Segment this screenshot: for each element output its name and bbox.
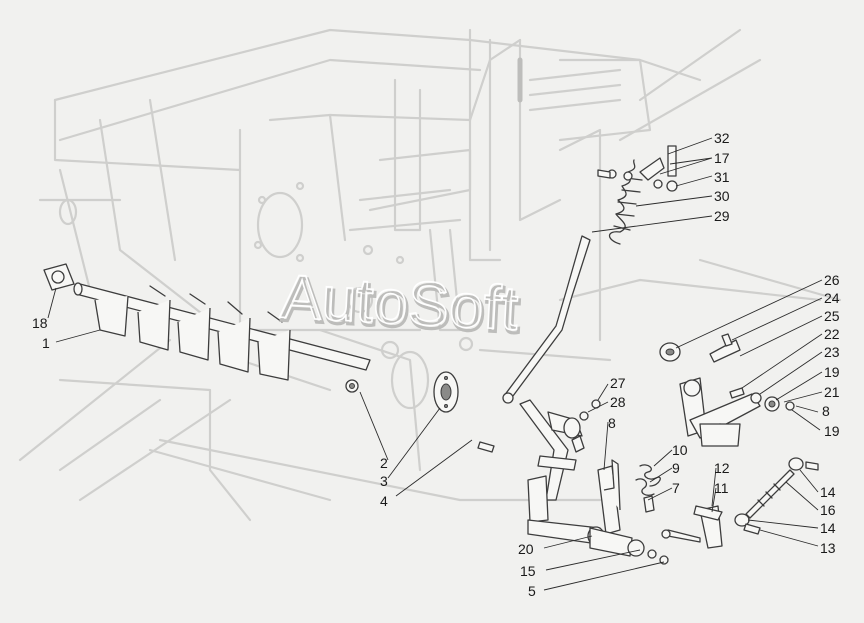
callout-14-upper: 14 [820, 484, 836, 500]
callout-23: 23 [824, 344, 840, 360]
bracket-17 [597, 145, 678, 192]
callout-labels: 18 1 2 3 4 32 17 31 30 29 26 24 25 22 23… [32, 130, 840, 599]
callout-2: 2 [380, 455, 388, 471]
callout-13: 13 [820, 540, 836, 556]
callout-28: 28 [610, 394, 626, 410]
callout-19-lower: 19 [824, 423, 840, 439]
callout-29: 29 [714, 208, 730, 224]
link-rod-16 [734, 457, 819, 535]
callout-16: 16 [820, 502, 836, 518]
nut-2 [345, 379, 359, 393]
callout-10: 10 [672, 442, 688, 458]
callout-24: 24 [824, 290, 840, 306]
callout-12: 12 [714, 460, 730, 476]
callout-15: 15 [520, 563, 536, 579]
hub-3 [433, 371, 459, 413]
callout-8-left: 8 [608, 415, 616, 431]
callout-26: 26 [824, 272, 840, 288]
callout-20: 20 [518, 541, 534, 557]
callout-5: 5 [528, 583, 536, 599]
leader-lines [47, 137, 823, 591]
callout-4: 4 [380, 493, 388, 509]
callout-17: 17 [714, 150, 730, 166]
callout-8-right: 8 [822, 403, 830, 419]
watermark-shadow: AutoSoft [281, 265, 522, 346]
callout-18: 18 [32, 315, 48, 331]
flange-18 [43, 263, 75, 291]
callout-1: 1 [42, 335, 50, 351]
watermark: AutoSoft AutoSoft [278, 261, 523, 348]
rod-29 [502, 235, 591, 404]
watermark-text: AutoSoft [279, 262, 520, 343]
callout-32: 32 [714, 130, 730, 146]
callout-21: 21 [824, 384, 840, 400]
callout-27: 27 [610, 375, 626, 391]
callout-25: 25 [824, 308, 840, 324]
callout-19-upper: 19 [824, 364, 840, 380]
callout-9: 9 [672, 460, 680, 476]
bell-crank-assembly [659, 333, 795, 447]
callout-3: 3 [380, 473, 388, 489]
finger-shaft [73, 282, 371, 381]
callout-30: 30 [714, 188, 730, 204]
callout-11: 11 [714, 480, 729, 496]
lever-assembly [519, 399, 701, 565]
callout-22: 22 [824, 326, 840, 342]
background-frame [18, 28, 842, 522]
callout-7: 7 [672, 480, 680, 496]
fork-12 [693, 505, 723, 549]
callout-14-lower: 14 [820, 520, 836, 536]
bolt-4 [477, 441, 495, 453]
callout-31: 31 [714, 169, 730, 185]
